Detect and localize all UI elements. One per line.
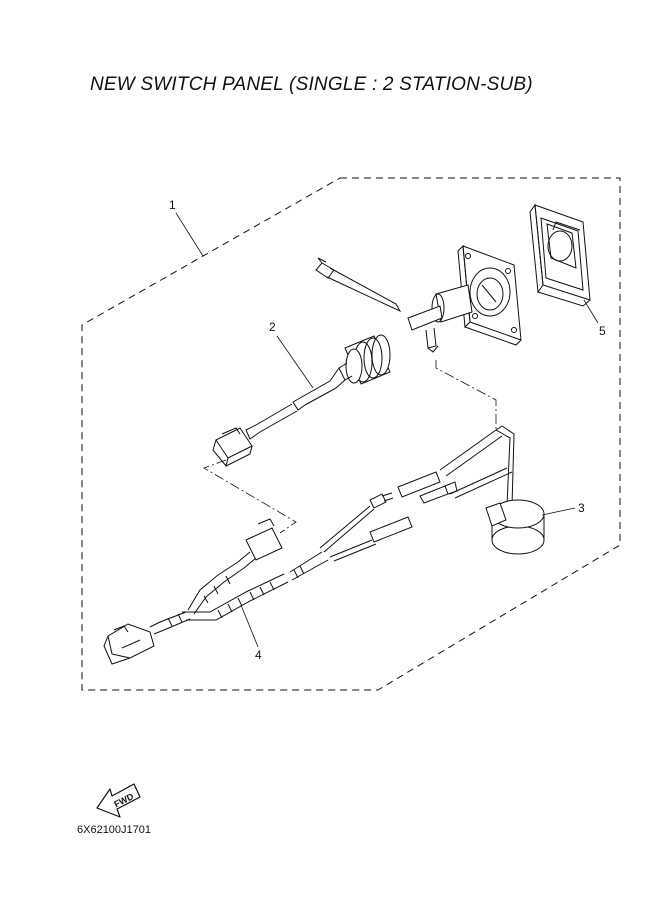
diagram-code: 6X62100J1701 — [77, 824, 152, 836]
callout-4-label: 4 — [255, 648, 262, 662]
callout-3: 3 — [541, 501, 585, 516]
assembly-boundary — [81, 177, 621, 691]
fwd-arrow: FWD — [96, 783, 141, 818]
part-5-panel-cover — [529, 203, 591, 307]
part-1-switch-plate — [407, 244, 522, 353]
callout-1: 1 — [169, 198, 204, 257]
connection-line-upper — [435, 360, 497, 430]
part-3-buzzer — [439, 425, 545, 555]
part-2-switch-lead — [212, 334, 391, 468]
page-title: NEW SWITCH PANEL (SINGLE : 2 STATION-SUB… — [90, 74, 533, 95]
cable-tie — [315, 257, 402, 313]
callout-5-label: 5 — [599, 324, 606, 338]
connection-line-lower — [203, 459, 297, 534]
callout-1-label: 1 — [169, 198, 176, 212]
part-4-wire-harness — [103, 471, 458, 665]
callout-5: 5 — [583, 299, 606, 338]
callout-2: 2 — [269, 320, 314, 389]
callout-4: 4 — [240, 604, 262, 662]
callout-3-label: 3 — [578, 501, 585, 515]
callout-2-label: 2 — [269, 320, 276, 334]
